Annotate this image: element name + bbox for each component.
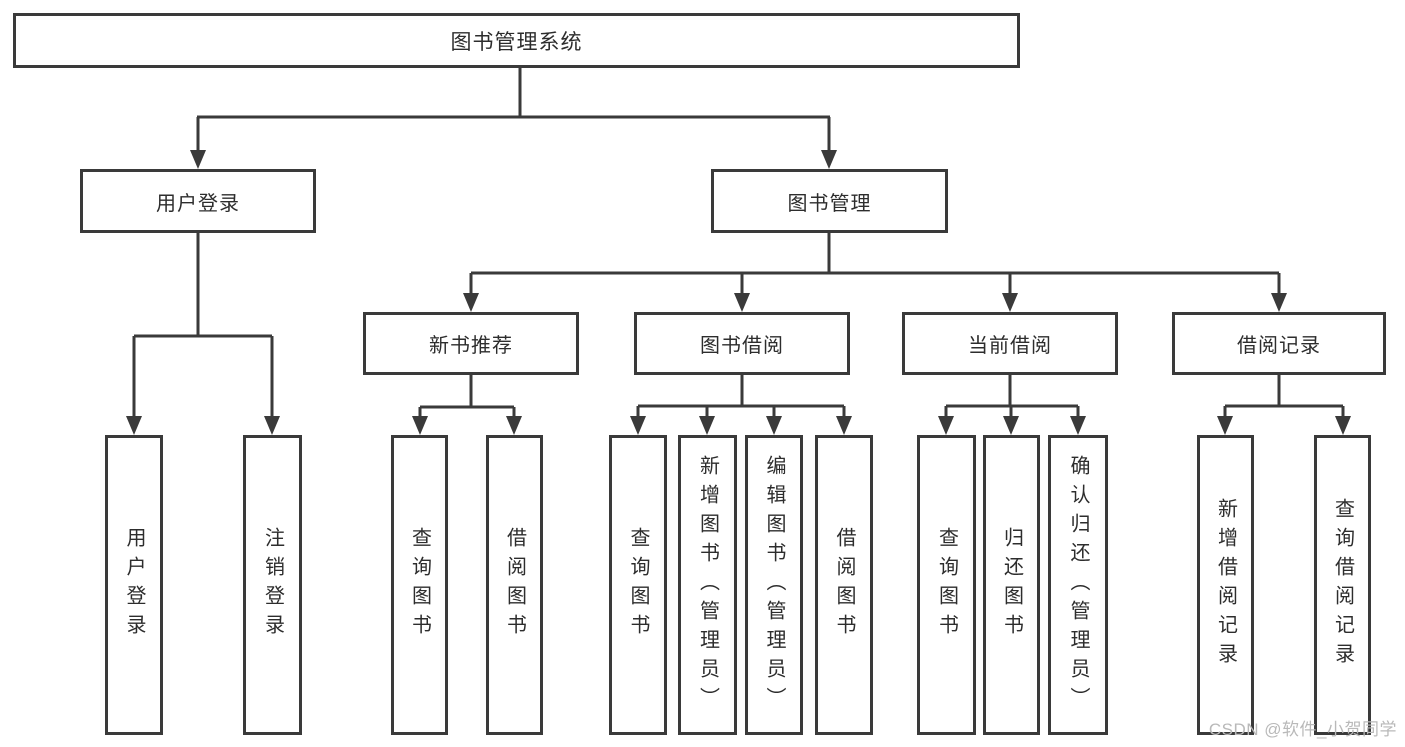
arrowheads bbox=[126, 150, 1351, 435]
node-current-borrowing: 当前借阅 bbox=[902, 312, 1118, 375]
node-label: 注销登录 bbox=[261, 527, 284, 643]
arrowhead-icon bbox=[1003, 416, 1019, 435]
arrowhead-icon bbox=[821, 150, 837, 169]
leaf-add-borrow-record: 新增借阅记录 bbox=[1197, 435, 1254, 735]
node-label: 确认归还（管理员） bbox=[1067, 454, 1089, 716]
leaf-query-borrow-record: 查询借阅记录 bbox=[1314, 435, 1371, 735]
arrowhead-icon bbox=[938, 416, 954, 435]
csdn-watermark: CSDN @软件_小贺同学 bbox=[1208, 720, 1397, 739]
leaf-user-login: 用户登录 bbox=[105, 435, 163, 735]
leaf-borrow-books-1: 借阅图书 bbox=[486, 435, 543, 735]
leaf-return-books: 归还图书 bbox=[983, 435, 1040, 735]
node-label: 归还图书 bbox=[1000, 527, 1023, 643]
node-label: 查询图书 bbox=[408, 527, 431, 643]
node-label: 当前借阅 bbox=[968, 335, 1052, 357]
node-label: 新书推荐 bbox=[429, 335, 513, 357]
arrowhead-icon bbox=[734, 293, 750, 312]
leaf-query-books-2: 查询图书 bbox=[609, 435, 667, 735]
leaf-edit-books-admin: 编辑图书（管理员） bbox=[745, 435, 803, 735]
arrowhead-icon bbox=[1070, 416, 1086, 435]
leaf-add-books-admin: 新增图书（管理员） bbox=[678, 435, 737, 735]
arrowhead-icon bbox=[1002, 293, 1018, 312]
node-label: 用户登录 bbox=[156, 192, 240, 215]
arrowhead-icon bbox=[1335, 416, 1351, 435]
leaf-query-books-3: 查询图书 bbox=[917, 435, 976, 735]
leaf-confirm-return-admin: 确认归还（管理员） bbox=[1048, 435, 1108, 735]
arrowhead-icon bbox=[506, 416, 522, 435]
leaf-logout: 注销登录 bbox=[243, 435, 302, 735]
arrowhead-icon bbox=[1271, 293, 1287, 312]
node-label: 借阅图书 bbox=[503, 527, 526, 643]
node-book-borrowing: 图书借阅 bbox=[634, 312, 850, 375]
node-label: 借阅记录 bbox=[1237, 335, 1321, 357]
arrowhead-icon bbox=[630, 416, 646, 435]
node-label: 图书借阅 bbox=[700, 335, 784, 357]
node-library-management-system: 图书管理系统 bbox=[13, 13, 1020, 68]
node-label: 借阅图书 bbox=[833, 527, 855, 643]
node-label: 查询借阅记录 bbox=[1331, 498, 1354, 672]
node-label: 查询图书 bbox=[627, 527, 649, 643]
leaf-borrow-books-2: 借阅图书 bbox=[815, 435, 873, 735]
arrowhead-icon bbox=[766, 416, 782, 435]
node-book-management-branch: 图书管理 bbox=[711, 169, 948, 233]
arrowhead-icon bbox=[412, 416, 428, 435]
node-label: 新增借阅记录 bbox=[1214, 498, 1237, 672]
arrowhead-icon bbox=[699, 416, 715, 435]
arrowhead-icon bbox=[190, 150, 206, 169]
node-user-login-branch: 用户登录 bbox=[80, 169, 316, 233]
node-label: 用户登录 bbox=[123, 527, 145, 643]
node-borrow-records: 借阅记录 bbox=[1172, 312, 1386, 375]
node-label: 编辑图书（管理员） bbox=[763, 454, 785, 716]
leaf-query-books-1: 查询图书 bbox=[391, 435, 448, 735]
arrowhead-icon bbox=[1217, 416, 1233, 435]
arrowhead-icon bbox=[463, 293, 479, 312]
node-label: 新增图书（管理员） bbox=[696, 454, 719, 716]
node-label: 图书管理系统 bbox=[450, 30, 583, 54]
tree-branches bbox=[132, 68, 1345, 421]
arrowhead-icon bbox=[836, 416, 852, 435]
node-label: 图书管理 bbox=[787, 192, 872, 215]
arrowhead-icon bbox=[264, 416, 280, 435]
node-new-book-recommend: 新书推荐 bbox=[363, 312, 579, 375]
node-label: 查询图书 bbox=[935, 527, 958, 643]
arrowhead-icon bbox=[126, 416, 142, 435]
